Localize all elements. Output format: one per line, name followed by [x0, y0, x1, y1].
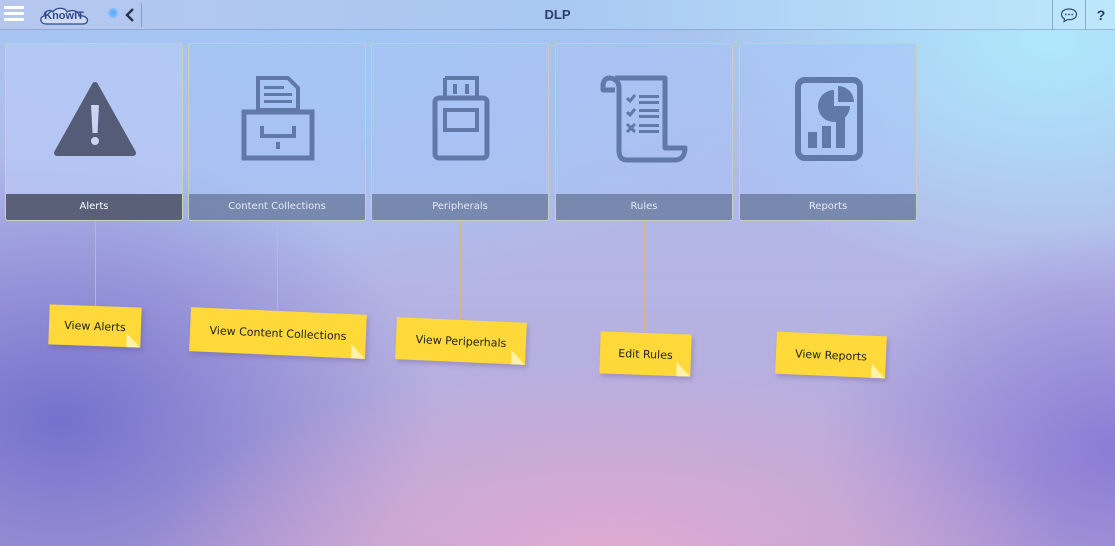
tile-label: Rules	[556, 194, 732, 220]
tile-label: Peripherals	[372, 194, 548, 220]
status-indicator	[108, 8, 118, 18]
tile-content-collections[interactable]: Content Collections	[188, 43, 366, 221]
note-view-content-collections[interactable]: View Content Collections	[189, 307, 367, 359]
connector-line	[829, 221, 830, 335]
connector-line	[644, 221, 645, 333]
note-view-alerts[interactable]: View Alerts	[48, 304, 142, 348]
connector-line	[277, 221, 278, 313]
connector-line	[95, 221, 96, 307]
logo-text: KnowIT	[44, 10, 84, 22]
knowit-logo[interactable]: KnowIT	[38, 6, 90, 26]
note-edit-rules[interactable]: Edit Rules	[599, 331, 692, 377]
question-mark-icon: ?	[1096, 7, 1106, 23]
checklist-scroll-icon	[600, 75, 688, 163]
tile-label: Content Collections	[189, 194, 365, 220]
tile-label: Alerts	[6, 194, 182, 220]
usb-drive-icon	[432, 76, 490, 161]
file-cabinet-icon	[241, 76, 315, 161]
tile-alerts[interactable]: Alerts	[5, 43, 183, 221]
tile-label: Reports	[740, 194, 916, 220]
tile-reports[interactable]: Reports	[739, 43, 917, 221]
warning-triangle-icon	[54, 82, 136, 156]
back-button[interactable]	[119, 3, 142, 27]
tile-rules[interactable]: Rules	[555, 43, 733, 221]
note-view-reports[interactable]: View Reports	[775, 331, 887, 379]
report-chart-icon	[795, 77, 863, 161]
hamburger-menu-icon[interactable]	[4, 6, 24, 22]
page-title: DLP	[544, 7, 571, 22]
connector-line	[460, 221, 461, 321]
chevron-left-icon	[125, 8, 134, 22]
cloud-logo-icon	[40, 7, 89, 25]
top-bar: KnowIT DLP ?	[0, 0, 1115, 30]
note-view-peripherals[interactable]: View Periperhals	[395, 317, 527, 365]
chat-bubble-icon	[1060, 8, 1078, 23]
chat-button[interactable]	[1052, 0, 1085, 30]
help-button[interactable]: ?	[1085, 0, 1115, 30]
tile-peripherals[interactable]: Peripherals	[371, 43, 549, 221]
